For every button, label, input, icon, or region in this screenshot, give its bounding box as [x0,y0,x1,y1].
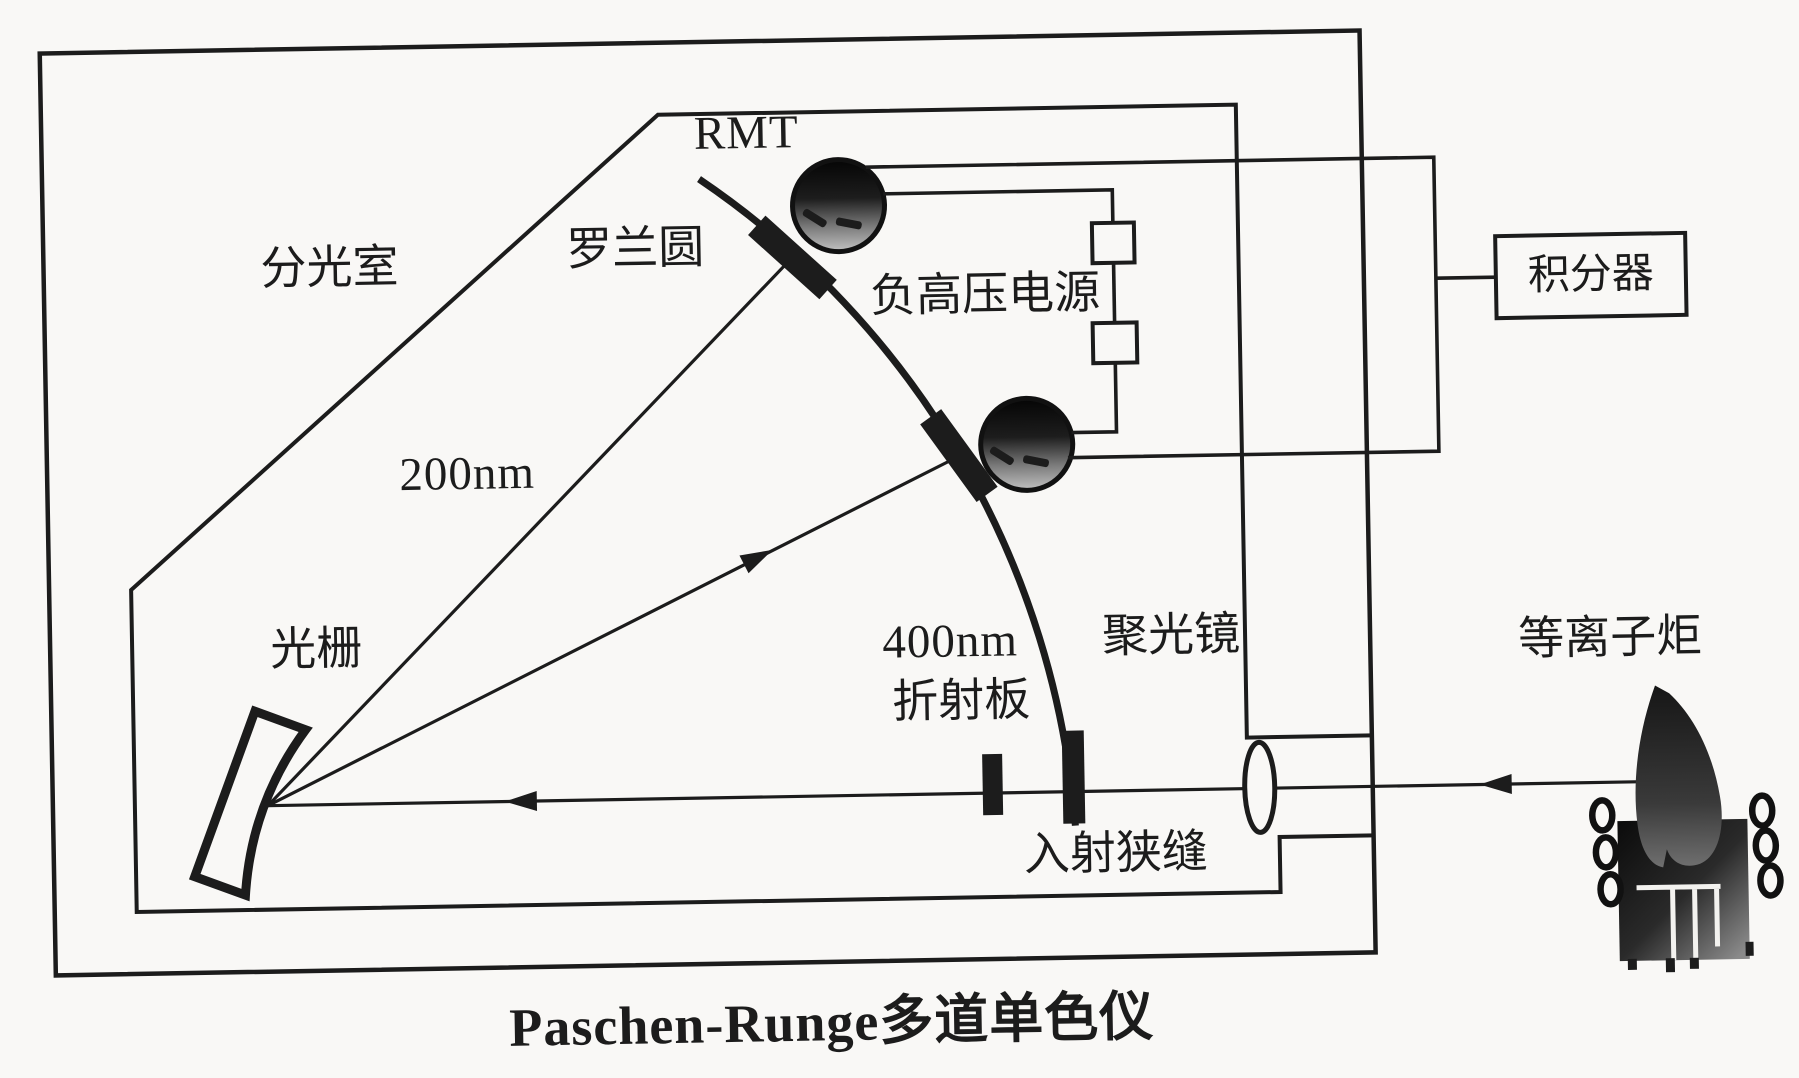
hv-supply-label: 负高压电源 [870,267,1101,322]
ray-200nm [266,264,786,807]
plasma-torch-label: 等离子炬 [1518,610,1703,664]
grating-concave-mirror-icon [188,705,313,902]
hv-wire-bottom [1071,362,1119,435]
pmt-tube-1 [790,157,888,255]
hv-node-box-2 [1090,320,1140,366]
optical-axis-ray [267,780,1643,808]
left-arrowhead-icon [504,790,538,811]
integrator-box [1493,230,1689,321]
condenser-lens-label: 聚光镜 [1102,608,1241,661]
rowland-circle-label: 罗兰圆 [566,222,705,275]
entrance-slit-label: 入射狭缝 [1023,826,1208,880]
up-right-arrowhead-icon [739,549,773,574]
exit-slit-400nm-bar [920,409,998,503]
plasma-torch-icon [1589,685,1784,973]
pmt-electrode-mark [802,208,827,228]
chamber-outline [129,102,1374,915]
hv-wire-mid [1111,262,1117,323]
torch-tube-lines [1636,883,1721,961]
entrance-slit-bar [1061,730,1086,824]
chamber-label: 分光室 [260,241,399,294]
refractor-plate-bar [982,753,1004,816]
pmt-window-icon [790,157,888,255]
pmt-electrode-mark [1022,455,1050,468]
wavelength-200nm-label: 200nm [399,447,535,501]
outer-enclosure-outline [37,28,1378,978]
signal-wire-bus [865,155,1441,460]
left-arrowhead-icon [1479,773,1512,794]
grating-label: 光栅 [270,623,363,676]
grating-symbol [188,705,313,902]
ray-400nm [267,460,949,808]
hv-node-box-1 [1089,220,1137,266]
torch-tube-stub [1665,958,1676,973]
torch-tube-stub [1689,957,1699,969]
integrator-stub-wire [1435,275,1496,281]
hv-wire-top [883,188,1115,223]
figure-tilt-group: 积分器 分光室 罗兰圆 RMT 负高 [37,28,1784,1058]
torch-tube-stub [1627,958,1637,970]
figure-caption: Paschen-Runge多道单色仪 [509,987,1155,1058]
pmt-electrode-mark [989,446,1014,465]
condenser-lens-symbol [1242,739,1278,835]
torch-tube-stub [1745,941,1754,956]
induction-coil-icon [1589,792,1784,908]
flame-icon [1635,685,1722,868]
pmt-tube-2 [978,395,1076,493]
refractor-plate-label: 折射板 [892,674,1031,727]
rmt-label: RMT [693,106,799,160]
pmt-window-icon [978,395,1076,493]
exit-slit-200nm-bar [748,215,837,300]
pmt-electrode-mark [835,217,862,230]
wavelength-400nm-label: 400nm [882,614,1018,668]
integrator-label: 积分器 [1527,251,1654,299]
